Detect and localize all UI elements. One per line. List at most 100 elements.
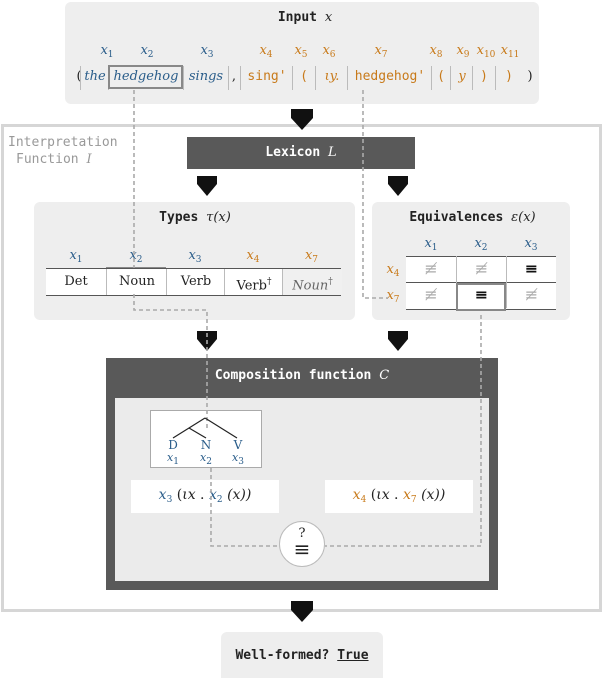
input-token-separator: [80, 66, 81, 90]
types-header: x3: [188, 248, 202, 265]
equiv-row-header: x4: [386, 262, 400, 279]
tree-node-index: x1: [167, 451, 179, 467]
dagger-mark: †: [328, 277, 333, 287]
input-token-separator: [240, 66, 241, 90]
input-index-label: x2: [140, 43, 154, 60]
compare-equiv-icon: ≡: [293, 537, 311, 561]
right-expression: x4 (ιx . x7 (x)): [352, 487, 446, 505]
left-expression: x3 (ιx . x2 (x)): [158, 487, 252, 505]
input-index-label: x4: [259, 43, 273, 60]
input-token: y: [458, 69, 466, 84]
types-header: x1: [69, 248, 83, 265]
input-index-label: x11: [500, 43, 520, 60]
input-token-separator: [495, 66, 496, 90]
input-index-label: x9: [456, 43, 470, 60]
types-title: Types τ(x): [159, 210, 231, 225]
arrow-input-to-frame: [291, 109, 313, 130]
equiv-cell: ≢: [424, 285, 438, 304]
equiv-row-divider: [406, 282, 556, 283]
compare-question: ?: [298, 526, 306, 541]
input-token: hedgehog: [113, 69, 179, 84]
left-expression-box: [131, 480, 279, 513]
equiv-cell: ≢: [456, 256, 506, 282]
input-token-separator: [315, 66, 316, 90]
input-token: sings: [188, 69, 224, 84]
input-token: ιy.: [324, 69, 340, 84]
compare-circle: [279, 521, 325, 567]
arrow-frame-to-output: [291, 601, 313, 622]
input-index-label: x1: [100, 43, 114, 60]
types-cell: Det: [64, 274, 88, 289]
input-token-separator: [431, 66, 432, 90]
tree-node-index: x2: [200, 451, 212, 467]
tree-branch-inner: [188, 427, 207, 439]
dash-tree-to-compare: [210, 468, 279, 547]
input-token-separator: [183, 66, 184, 90]
types-cell: Verb†: [224, 269, 283, 295]
dash-hedgehog7-to-equiv: [362, 90, 388, 299]
composition-title: Composition function C: [214, 368, 390, 383]
input-highlight-box: [108, 65, 183, 89]
equiv-col-header: x3: [524, 236, 538, 253]
input-token: sing': [247, 69, 287, 84]
input-index-label: x5: [294, 43, 308, 60]
lexicon-bar: Lexicon L: [187, 137, 415, 169]
input-index-label: x10: [476, 43, 496, 60]
input-token: (: [437, 69, 445, 84]
output-text: Well-formed? True: [235, 648, 369, 663]
input-index-label: x7: [374, 43, 388, 60]
flow-arrows: [197, 109, 408, 622]
equiv-cell: ≡: [506, 256, 556, 282]
dash-noun-to-n: [133, 294, 208, 430]
equivalences-title: Equivalences ε(x): [409, 210, 536, 225]
arrow-lexicon-to-types: [197, 176, 217, 196]
input-token: ,: [231, 69, 237, 84]
types-header: x4: [246, 248, 260, 265]
input-token-separator: [347, 66, 348, 90]
dash-equiv-to-compare: [325, 315, 482, 547]
tree-box: [150, 410, 262, 468]
input-token: the: [84, 69, 106, 84]
tree-node-label: V: [233, 438, 243, 452]
equiv-row-header: x7: [386, 288, 400, 305]
input-token: (: [76, 69, 82, 84]
interpretation-label: Interpretation Function I: [8, 135, 118, 167]
types-header: x7: [304, 248, 319, 265]
dashed-links: [133, 90, 482, 547]
input-token: hedgehog': [354, 69, 426, 84]
types-cell: Verb: [166, 269, 225, 295]
input-token: (: [300, 69, 308, 84]
tree-node-label: D: [168, 438, 178, 452]
tree-node-label: N: [200, 438, 212, 452]
tree-branches: [172, 417, 238, 439]
equiv-cell: ≢: [424, 259, 438, 278]
types-panel: [34, 202, 355, 320]
input-token-separator: [228, 66, 229, 90]
types-cell: Noun†: [282, 269, 342, 295]
input-token: ): [480, 69, 488, 84]
input-index-label: x8: [429, 43, 443, 60]
tree-node-index: x3: [232, 451, 244, 467]
input-index-label: x3: [200, 43, 214, 60]
input-index-label: x6: [322, 43, 336, 60]
equiv-col-header: x2: [474, 236, 488, 253]
equiv-col-header: x1: [424, 236, 438, 253]
dagger-mark: †: [266, 277, 272, 287]
input-token: ): [527, 69, 533, 84]
equiv-cell: ≢: [506, 282, 556, 308]
arrow-lexicon-to-equiv: [388, 176, 408, 196]
equiv-match-highlight: [456, 283, 506, 311]
arrow-equiv-to-composition: [388, 331, 408, 351]
types-header: x2: [129, 248, 143, 265]
tree-branch-v: [204, 417, 238, 439]
input-token-separator: [450, 66, 451, 90]
input-token: ): [505, 69, 513, 84]
right-expression-box: [325, 480, 473, 513]
input-token-separator: [292, 66, 293, 90]
input-title: Input x: [277, 10, 333, 25]
output-panel: [221, 632, 383, 678]
types-cell: Noun: [106, 269, 167, 295]
input-token-separator: [472, 66, 473, 90]
